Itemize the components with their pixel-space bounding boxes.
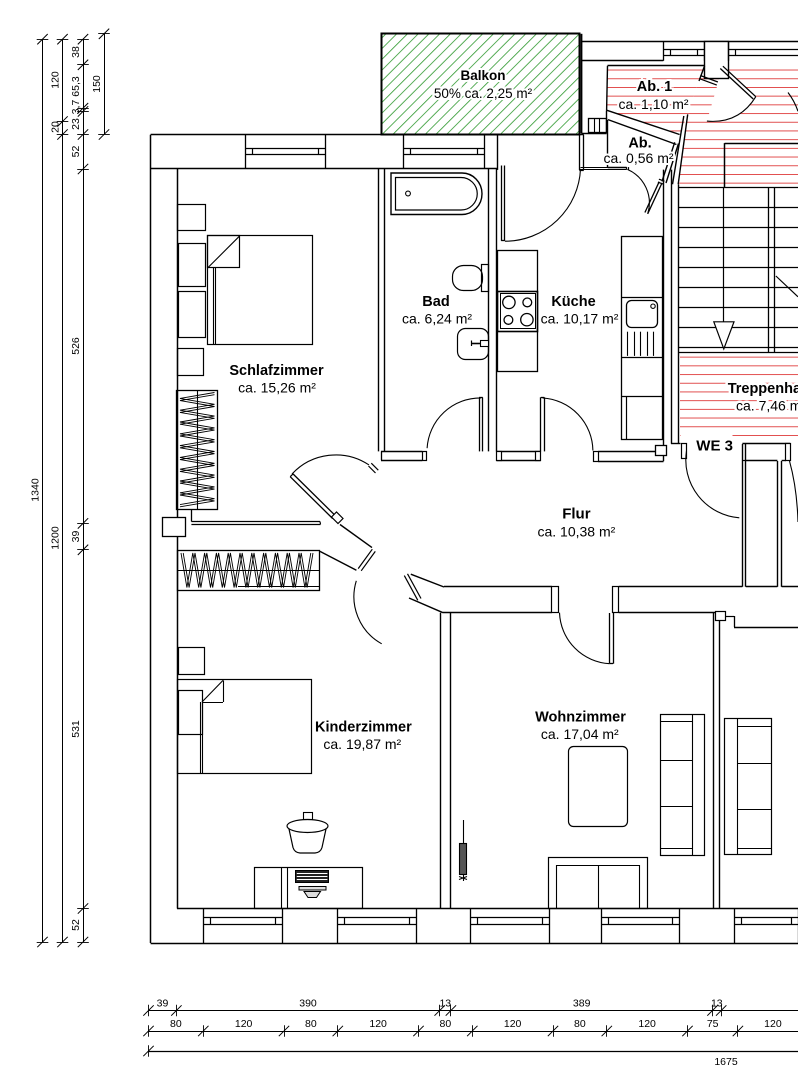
svg-text:23: 23 (70, 118, 82, 130)
svg-text:13: 13 (711, 998, 723, 1010)
svg-text:ca. 1,10 m²: ca. 1,10 m² (618, 96, 688, 112)
svg-text:Ab.: Ab. (628, 136, 651, 152)
svg-text:ca. 19,87 m²: ca. 19,87 m² (323, 736, 401, 752)
svg-text:39: 39 (70, 531, 82, 543)
svg-text:Treppenhaus: Treppenhaus (728, 381, 798, 397)
svg-text:150: 150 (91, 75, 103, 93)
svg-text:50% ca. 2,25 m²: 50% ca. 2,25 m² (434, 86, 533, 101)
svg-text:1675: 1675 (714, 1056, 738, 1068)
svg-text:ca. 0,56 m²: ca. 0,56 m² (603, 150, 673, 166)
svg-text:20: 20 (50, 121, 62, 133)
svg-text:80: 80 (574, 1018, 586, 1030)
svg-text:Balkon: Balkon (460, 68, 505, 83)
svg-text:38: 38 (70, 46, 82, 58)
svg-text:Schlafzimmer: Schlafzimmer (229, 363, 324, 379)
svg-text:389: 389 (573, 998, 591, 1010)
svg-text:52: 52 (70, 919, 82, 931)
svg-text:80: 80 (440, 1018, 452, 1030)
svg-text:80: 80 (170, 1018, 182, 1030)
svg-text:531: 531 (70, 720, 82, 738)
svg-text:80: 80 (305, 1018, 317, 1030)
svg-text:Ab. 1: Ab. 1 (637, 79, 672, 95)
svg-text:52: 52 (70, 146, 82, 158)
svg-text:Küche: Küche (551, 294, 595, 310)
svg-text:526: 526 (70, 337, 82, 355)
svg-text:Kinderzimmer: Kinderzimmer (315, 720, 412, 736)
svg-text:120: 120 (638, 1018, 656, 1030)
svg-text:1340: 1340 (30, 478, 42, 502)
svg-text:ca. 7,46 m²: ca. 7,46 m² (736, 398, 798, 414)
svg-text:120: 120 (764, 1018, 782, 1030)
svg-text:WE 3: WE 3 (696, 438, 733, 455)
svg-text:65,3: 65,3 (70, 76, 82, 97)
svg-text:120: 120 (504, 1018, 522, 1030)
svg-text:390: 390 (299, 998, 317, 1010)
svg-text:120: 120 (235, 1018, 253, 1030)
svg-text:Bad: Bad (422, 294, 449, 310)
svg-text:ca. 15,26 m²: ca. 15,26 m² (238, 380, 316, 396)
svg-text:13: 13 (439, 998, 451, 1010)
svg-text:ca. 17,04 m²: ca. 17,04 m² (541, 726, 619, 742)
svg-text:ca. 10,17 m²: ca. 10,17 m² (541, 311, 619, 327)
svg-text:39: 39 (157, 998, 169, 1010)
svg-text:120: 120 (50, 71, 62, 89)
svg-text:ca. 10,38 m²: ca. 10,38 m² (537, 524, 615, 540)
svg-text:120: 120 (369, 1018, 387, 1030)
svg-text:ca. 6,24 m²: ca. 6,24 m² (402, 311, 472, 327)
svg-text:75: 75 (707, 1018, 719, 1030)
svg-text:3,7: 3,7 (70, 100, 82, 115)
svg-text:Wohnzimmer: Wohnzimmer (535, 710, 626, 726)
svg-text:1200: 1200 (50, 526, 62, 550)
svg-text:Flur: Flur (562, 506, 590, 523)
